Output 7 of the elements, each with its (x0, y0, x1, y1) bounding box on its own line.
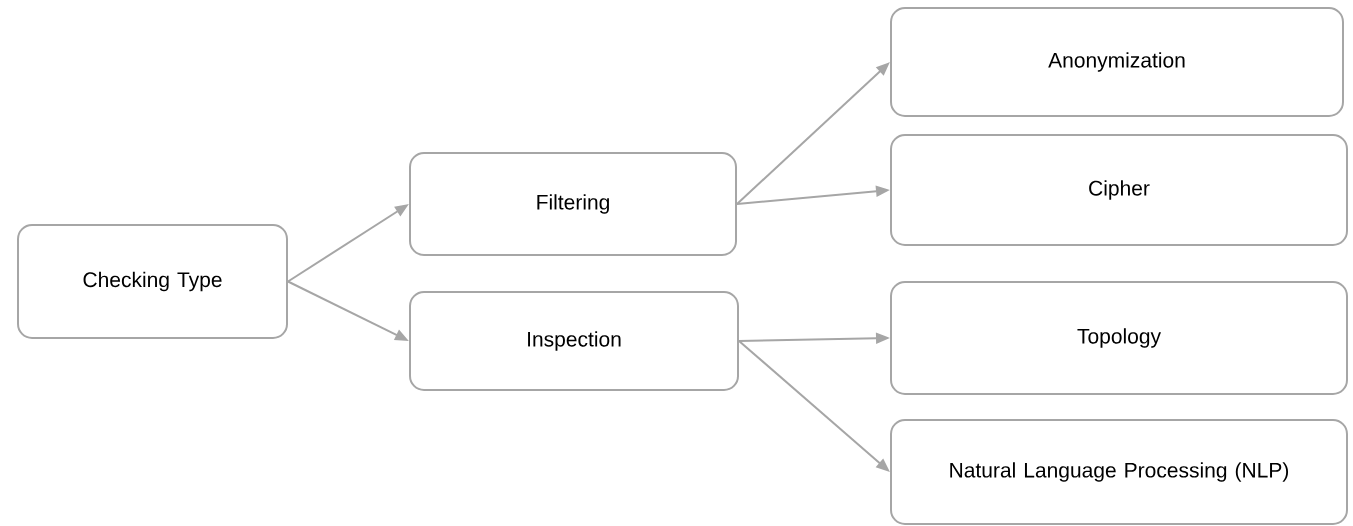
process-box: Topology (890, 281, 1348, 395)
process-box: Anonymization (890, 7, 1344, 117)
process-box: Filtering (409, 152, 737, 256)
process-box: Natural Language Processing (NLP) (890, 419, 1348, 525)
process-box: Cipher (890, 134, 1348, 246)
process-box: Inspection (409, 291, 739, 391)
process-box: Checking Type (17, 224, 288, 339)
